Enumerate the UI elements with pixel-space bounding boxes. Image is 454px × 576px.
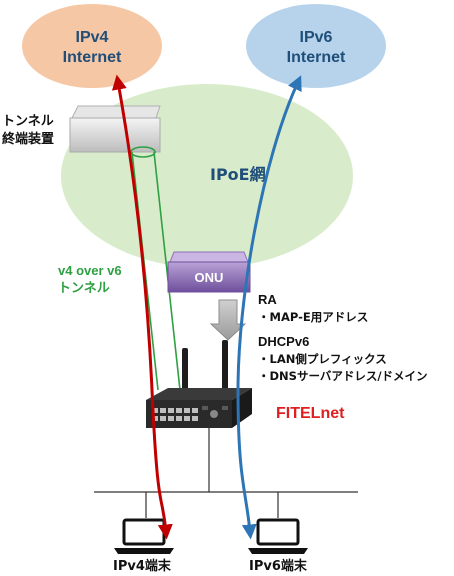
ipv6-terminal-label: IPv6端末 (249, 558, 308, 574)
ipv6-internet-label-line1: IPv6 (300, 29, 333, 46)
tunnel-label-line1: v4 over v6 (58, 263, 122, 278)
tunnel-device-label-line1: トンネル (2, 114, 54, 129)
ipv4-terminal-label: IPv4端末 (113, 558, 172, 574)
ra-item-1: ・MAP-E用アドレス (258, 310, 368, 324)
ipv4-internet-label-line2: Internet (63, 49, 122, 66)
tunnel-device-label-line2: 終端装置 (2, 131, 54, 147)
ipv4-internet-cloud (22, 4, 162, 88)
tunnel-termination-device (69, 105, 161, 153)
ipoe-network-label: IPoE網 (210, 165, 266, 184)
dhcpv6-item-1: ・LAN側プレフィックス (258, 352, 387, 366)
onu-label: ONU (195, 270, 224, 285)
dhcpv6-title: DHCPv6 (258, 334, 309, 349)
fitelnet-router (146, 340, 252, 428)
ipv6-internet-label-line2: Internet (287, 49, 346, 66)
ipv4-internet-label-line1: IPv4 (76, 29, 109, 46)
ra-title: RA (258, 292, 277, 307)
ipv4-traffic-path (111, 74, 173, 540)
fitelnet-label: FITELnet (276, 405, 345, 422)
provisioning-down-arrow (209, 299, 247, 341)
ipv6-internet-cloud (246, 4, 386, 88)
ipv6-traffic-path (236, 75, 302, 540)
ipv6-terminal-laptop-icon (248, 518, 308, 554)
tunnel-label-line2: トンネル (58, 281, 110, 296)
dhcpv6-item-2: ・DNSサーバアドレス/ドメイン (258, 369, 428, 383)
onu-device (167, 251, 251, 293)
